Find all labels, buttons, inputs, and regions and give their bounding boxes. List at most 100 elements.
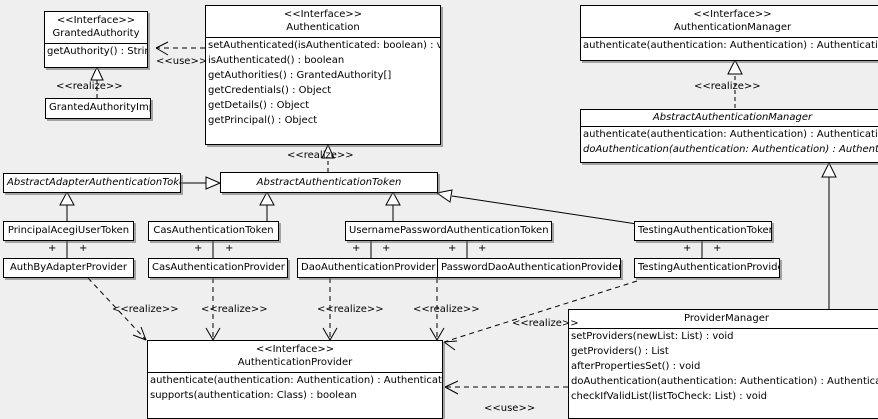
- class-name: AbstractAuthenticationManager: [652, 112, 813, 123]
- class-abstract-authentication-token[interactable]: AbstractAuthenticationToken: [220, 172, 438, 193]
- operation-item: getCredentials() : Object: [208, 85, 332, 96]
- operation-item: checkIfValidList(listToCheck: List) : vo…: [571, 391, 768, 402]
- label-realize-dao-authentication-provider: <<realize>>: [317, 304, 384, 315]
- operations-compartment: authenticate(authentication: Authenticat…: [581, 38, 878, 53]
- compartment-divider: [148, 372, 442, 373]
- class-principal-acegi-user-token[interactable]: PrincipalAcegiUserToken: [3, 221, 134, 241]
- edge-generalize-testing-authentication-token: [435, 189, 638, 225]
- operation-item: doAuthentication(authentication: Authent…: [583, 144, 878, 155]
- label-realize-granted-authority-impl: <<realize>>: [56, 81, 123, 92]
- compartment-divider: [581, 37, 878, 38]
- class-username-password-authentication-token[interactable]: UsernamePasswordAuthenticationToken: [345, 221, 552, 241]
- class-header: <<Interface>> AuthenticationProvider: [148, 341, 442, 372]
- class-testing-authentication-token[interactable]: TestingAuthenticationToken: [634, 221, 772, 241]
- class-granted-authority[interactable]: <<Interface>> GrantedAuthority getAuthor…: [44, 11, 148, 68]
- operation-item: setAuthenticated(isAuthenticated: boolea…: [208, 40, 441, 51]
- operation-item: authenticate(authentication: Authenticat…: [150, 375, 443, 386]
- class-header: ProviderManager: [569, 310, 878, 328]
- class-cas-authentication-token[interactable]: CasAuthenticationToken: [148, 221, 279, 241]
- class-granted-authority-impl[interactable]: GrantedAuthorityImpl: [45, 98, 151, 119]
- compartment-divider: [45, 43, 147, 44]
- class-name: TestingAuthenticationToken: [638, 225, 772, 236]
- class-name: GrantedAuthority: [52, 28, 140, 39]
- class-abstract-adapter-authentication-token[interactable]: AbstractAdapterAuthenticationToken: [3, 173, 181, 193]
- operation-item: authenticate(authentication: Authenticat…: [583, 40, 878, 51]
- operations-compartment: authenticate(authentication: Authenticat…: [581, 127, 878, 157]
- class-header: <<Interface>> AuthenticationManager: [581, 6, 878, 37]
- class-name: AbstractAuthenticationToken: [256, 177, 402, 188]
- class-name: AuthenticationProvider: [237, 357, 353, 368]
- stereotype-label: <<Interface>>: [693, 9, 772, 20]
- class-abstract-authentication-manager[interactable]: AbstractAuthenticationManager authentica…: [580, 109, 878, 163]
- multiplicity-marker: +: [48, 243, 57, 254]
- label-realize-cas-authentication-provider: <<realize>>: [201, 304, 268, 315]
- operation-item: supports(authentication: Class) : boolea…: [150, 390, 357, 401]
- class-name: CasAuthenticationProvider: [152, 262, 285, 273]
- class-name: UsernamePasswordAuthenticationToken: [349, 225, 549, 236]
- multiplicity-marker: +: [194, 243, 203, 254]
- class-name: TestingAuthenticationProvider: [638, 262, 780, 273]
- operation-item: afterPropertiesSet() : void: [571, 361, 701, 372]
- class-testing-authentication-provider[interactable]: TestingAuthenticationProvider: [634, 258, 780, 278]
- operation-item: doAuthentication(authentication: Authent…: [571, 376, 878, 387]
- class-header: <<Interface>> GrantedAuthority: [45, 12, 147, 43]
- stereotype-label: <<Interface>>: [283, 9, 363, 20]
- label-realize-abstract-authentication-manager: <<realize>>: [694, 81, 761, 92]
- operation-item: isAuthenticated() : boolean: [208, 55, 345, 66]
- class-name: GrantedAuthorityImpl: [49, 102, 151, 113]
- class-name: AbstractAdapterAuthenticationToken: [7, 177, 181, 188]
- operation-item: getPrincipal() : Object: [208, 115, 318, 126]
- operation-item: getProviders() : List: [571, 346, 669, 357]
- compartment-divider: [206, 37, 440, 38]
- operation-item: getDetails() : Object: [208, 100, 310, 111]
- class-name: DaoAuthenticationProvider: [301, 262, 436, 273]
- operation-item: setProviders(newList: List) : void: [571, 331, 734, 342]
- multiplicity-marker: +: [79, 243, 88, 254]
- class-name: PrincipalAcegiUserToken: [7, 225, 130, 236]
- edge-generalize-provider-manager: [821, 161, 837, 309]
- edge-generalize-principal-acegi-user-token: [59, 190, 75, 222]
- edge-generalize-username-password-token: [385, 190, 401, 222]
- stereotype-label: <<Interface>>: [255, 344, 335, 355]
- compartment-divider: [569, 328, 878, 329]
- multiplicity-marker: +: [478, 243, 487, 254]
- multiplicity-marker: +: [352, 243, 361, 254]
- class-password-dao-authentication-provider[interactable]: PasswordDaoAuthenticationProvider: [437, 258, 621, 278]
- operations-compartment: setProviders(newList: List) : void getPr…: [569, 329, 878, 404]
- class-dao-authentication-provider[interactable]: DaoAuthenticationProvider: [297, 258, 438, 278]
- operation-item: getAuthority() : String: [47, 46, 148, 57]
- operation-item: authenticate(authentication: Authenticat…: [583, 129, 878, 140]
- label-realize-password-dao-authentication-provider: <<realize>>: [413, 304, 480, 315]
- label-realize-testing-authentication-provider: <<realize>>: [512, 318, 579, 329]
- class-name: AuthenticationManager: [673, 22, 792, 33]
- multiplicity-marker: +: [448, 243, 457, 254]
- label-realize-abstract-authentication-token: <<realize>>: [287, 150, 354, 161]
- operations-compartment: setAuthenticated(isAuthenticated: boolea…: [206, 38, 440, 128]
- class-name: AuthByAdapterProvider: [9, 262, 128, 273]
- label-use-provider-manager-authentication-provider: <<use>>: [484, 403, 536, 414]
- label-use-authentication-granted-authority: <<use>>: [156, 56, 208, 67]
- edge-generalize-abstract-adapter-token: [180, 176, 222, 190]
- label-realize-auth-by-adapter-provider: <<realize>>: [112, 304, 179, 315]
- edge-use-authentication-granted-authority: [155, 41, 205, 56]
- operations-compartment: authenticate(authentication: Authenticat…: [148, 373, 442, 403]
- class-auth-by-adapter-provider[interactable]: AuthByAdapterProvider: [3, 258, 134, 278]
- class-name: PasswordDaoAuthenticationProvider: [441, 262, 621, 273]
- stereotype-label: <<Interface>>: [56, 15, 136, 26]
- class-name: CasAuthenticationToken: [153, 225, 274, 236]
- class-authentication-provider[interactable]: <<Interface>> AuthenticationProvider aut…: [147, 340, 443, 419]
- edge-use-provider-manager-authentication-provider: [444, 380, 568, 395]
- multiplicity-marker: +: [683, 243, 692, 254]
- class-authentication-manager[interactable]: <<Interface>> AuthenticationManager auth…: [580, 5, 878, 61]
- multiplicity-marker: +: [225, 243, 234, 254]
- class-header: AbstractAuthenticationManager: [581, 110, 878, 126]
- class-authentication[interactable]: <<Interface>> Authentication setAuthenti…: [205, 5, 441, 145]
- class-cas-authentication-provider[interactable]: CasAuthenticationProvider: [148, 258, 288, 278]
- multiplicity-marker: +: [382, 243, 391, 254]
- class-name: Authentication: [286, 22, 360, 33]
- operations-compartment: getAuthority() : String: [45, 44, 147, 59]
- operation-item: getAuthorities() : GrantedAuthority[]: [208, 70, 392, 81]
- class-name: ProviderManager: [683, 313, 769, 324]
- class-provider-manager[interactable]: ProviderManager setProviders(newList: Li…: [568, 309, 878, 419]
- class-header: <<Interface>> Authentication: [206, 6, 440, 37]
